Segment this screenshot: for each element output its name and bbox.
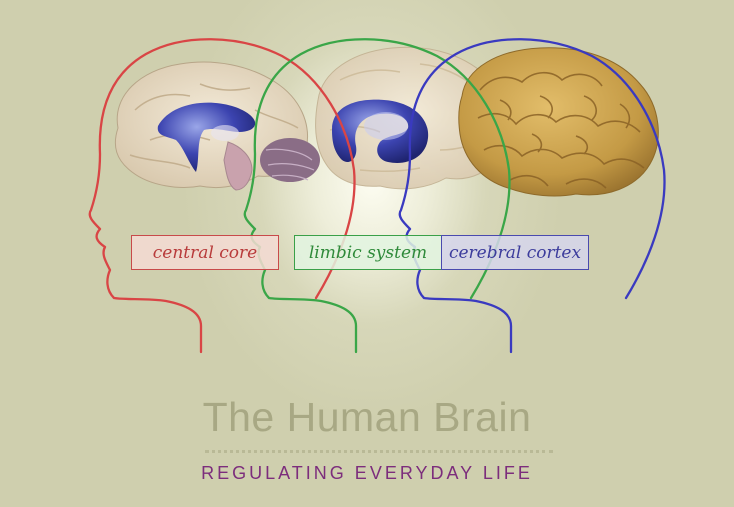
central-core-label: central core [131,235,279,270]
limbic-system-label: limbic system [294,235,442,270]
page-subtitle: REGULATING EVERYDAY LIFE [201,463,533,483]
cerebral-cortex-brain-image [458,47,659,197]
green-head-outline [243,38,511,354]
dotted-divider [205,450,553,453]
page-title: The Human Brain [202,394,532,440]
blue-head-outline [398,38,666,354]
central-core-brain-image [114,61,320,191]
cerebral-cortex-label: cerebral cortex [441,235,589,270]
red-head-outline [88,38,356,354]
